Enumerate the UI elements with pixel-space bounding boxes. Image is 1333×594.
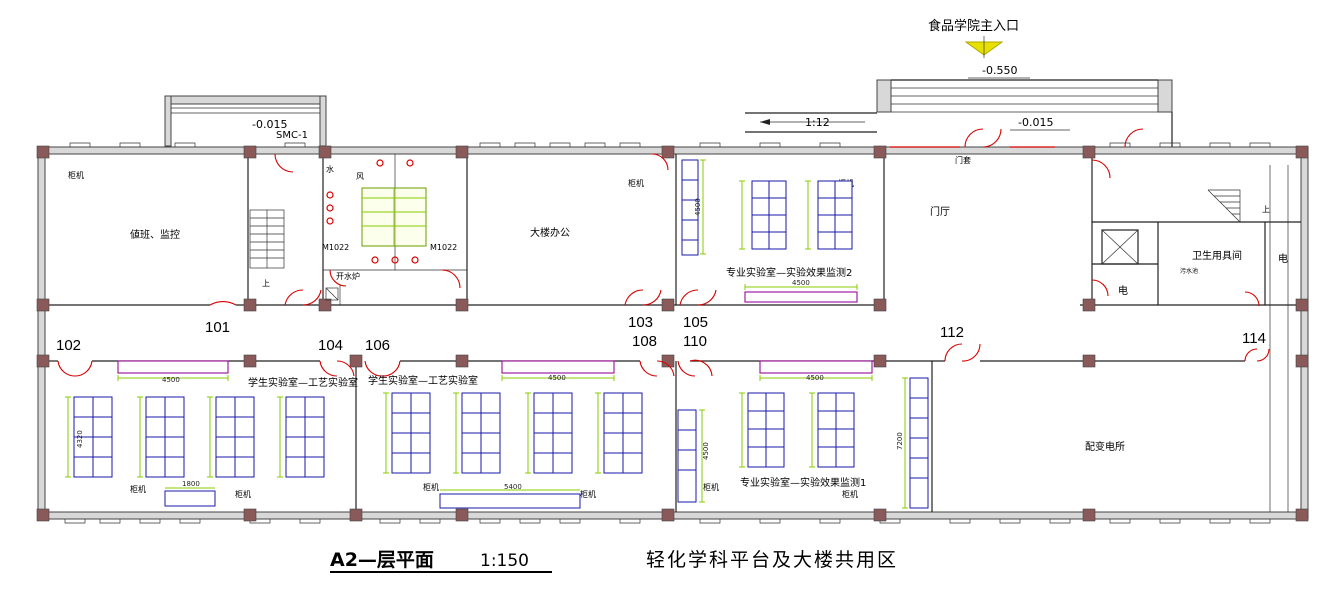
smc-label: SMC-1: [276, 130, 308, 141]
dim-lab1-top: 4500: [806, 374, 824, 382]
room-student-lab-a: 学生实验室—工艺实验室: [248, 376, 358, 389]
entrance-steps: [876, 79, 1173, 147]
dim-student-a-top: 4500: [162, 376, 180, 384]
structural-columns: [36, 145, 1309, 522]
cabinet-label: 柜机: [423, 482, 439, 492]
dim-lab1-side: 4500: [702, 442, 710, 460]
door-tag-left: M1022: [322, 243, 349, 252]
cabinet-label: 柜机: [68, 170, 84, 180]
dim-student-b-top: 4500: [548, 374, 566, 382]
plan-title: A2—层平面: [330, 549, 434, 571]
cabinet-label: 柜机: [130, 484, 146, 494]
toilet-fixtures: [325, 159, 427, 301]
plan-scale: 1:150: [480, 551, 529, 571]
dim-lab1-right: 7200: [896, 432, 904, 450]
dim-student-b-bottom: 5400: [504, 483, 522, 491]
cabinet-label: 柜机: [842, 489, 858, 499]
stair-annex: [164, 95, 327, 147]
room-number-105: 105: [683, 314, 708, 331]
lab2-benches: [681, 159, 858, 303]
room-water: 水: [326, 164, 334, 174]
room-number-104: 104: [318, 337, 343, 354]
door-cover-label: 门套: [955, 155, 971, 165]
room-number-112: 112: [940, 324, 964, 341]
elev-left: -0.015: [252, 118, 287, 131]
student-lab-b-benches: [383, 360, 643, 509]
ramp: [745, 112, 877, 133]
dim-student-a-bottom: 1800: [182, 480, 200, 488]
stair-up-right: 上: [1262, 205, 1270, 214]
stair-left: [249, 209, 285, 269]
room-office: 大楼办公: [530, 226, 570, 239]
plan-subtitle: 轻化学科平台及大楼共用区: [646, 549, 898, 571]
dim-bench-length: 4320: [76, 430, 84, 448]
room-lab1: 专业实验室—实验效果监测1: [740, 476, 866, 489]
cabinet-label: 柜机: [628, 178, 644, 188]
ramp-slope: 1:12: [805, 116, 830, 129]
room-number-103: 103: [628, 314, 653, 331]
entrance-label: 食品学院主入口: [928, 18, 1019, 34]
room-lobby: 门厅: [930, 205, 950, 218]
cabinet-label: 柜机: [703, 482, 719, 492]
elevator-icon: [1101, 229, 1139, 265]
room-number-106: 106: [365, 337, 390, 354]
room-wind: 风: [356, 172, 364, 181]
room-number-101: 101: [205, 319, 230, 336]
window-marks: [64, 142, 1271, 524]
dim-lab2-bench: 4500: [792, 279, 810, 287]
room-number-102: 102: [56, 337, 81, 354]
room-elec-a: 电: [1118, 284, 1128, 297]
room-number-108: 108: [632, 333, 657, 350]
room-monitor: 値班、监控: [130, 228, 180, 241]
room-lab2: 专业实验室—实验效果监测2: [726, 266, 852, 279]
doors: [57, 128, 1270, 377]
elev-outside: -0.550: [982, 64, 1017, 77]
cabinet-label: 柜机: [580, 489, 596, 499]
mop-sink-label: 污水池: [1180, 267, 1198, 275]
door-tag-right: M1022: [430, 243, 457, 252]
elev-porch: -0.015: [1018, 116, 1053, 129]
room-boiler: 开水炉: [336, 271, 360, 281]
stair-right: [1207, 189, 1241, 223]
cabinet-label: 柜机: [235, 489, 251, 499]
room-elec-b: 电: [1278, 252, 1288, 265]
dim-lab2-side: 4500: [694, 198, 702, 216]
lab1-benches: [677, 360, 929, 509]
room-student-lab-b: 学生实验室—工艺实验室: [368, 374, 478, 387]
stair-up-left: 上: [262, 279, 270, 288]
room-sanitary: 卫生用具间: [1192, 249, 1242, 262]
room-substation: 配变电所: [1085, 440, 1125, 453]
room-number-110: 110: [683, 333, 707, 350]
student-lab-a-benches: [65, 360, 325, 507]
room-number-114: 114: [1242, 330, 1266, 347]
